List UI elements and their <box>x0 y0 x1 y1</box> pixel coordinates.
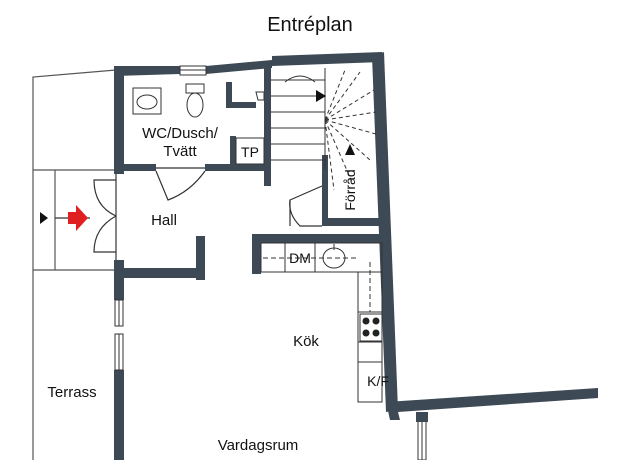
room-label-wc-line2: Tvätt <box>163 143 197 160</box>
window-bottom <box>417 419 427 460</box>
stair-direction-arrow-icon <box>316 90 326 102</box>
room-label-tp: TP <box>241 144 259 160</box>
kitchen-sink-icon <box>322 244 346 269</box>
stove-icon <box>359 313 383 342</box>
staircase <box>271 68 377 191</box>
window-top <box>179 65 207 76</box>
sink-icon <box>132 87 162 115</box>
toilet-icon <box>185 83 205 118</box>
room-label-kok: Kök <box>293 333 319 350</box>
room-label-kf: K/F <box>367 373 389 389</box>
interior-walls <box>124 66 382 280</box>
window-left-upper <box>114 299 124 327</box>
exterior-walls <box>114 52 598 460</box>
plan-title: Entréplan <box>267 14 353 36</box>
door-wc <box>155 167 206 201</box>
stair-up-arrow-icon <box>345 144 355 155</box>
tp-box <box>235 137 265 165</box>
room-label-vardagsrum: Vardagsrum <box>218 437 299 454</box>
entry-arrow-icon <box>68 205 88 231</box>
room-label-forrad: Förråd <box>342 169 358 210</box>
room-label-terrass: Terrass <box>47 384 96 401</box>
room-label-dm: DM <box>289 250 311 266</box>
room-label-wc-line1: WC/Dusch/ <box>142 125 219 142</box>
terrace-arrow-icon <box>40 212 48 224</box>
window-left-lower <box>114 333 124 371</box>
terrace-outline <box>32 69 117 460</box>
room-label-hall: Hall <box>151 212 177 229</box>
small-basin-icon <box>255 91 265 101</box>
wall-bottom-stub <box>416 412 428 422</box>
door-forrad <box>289 185 323 227</box>
